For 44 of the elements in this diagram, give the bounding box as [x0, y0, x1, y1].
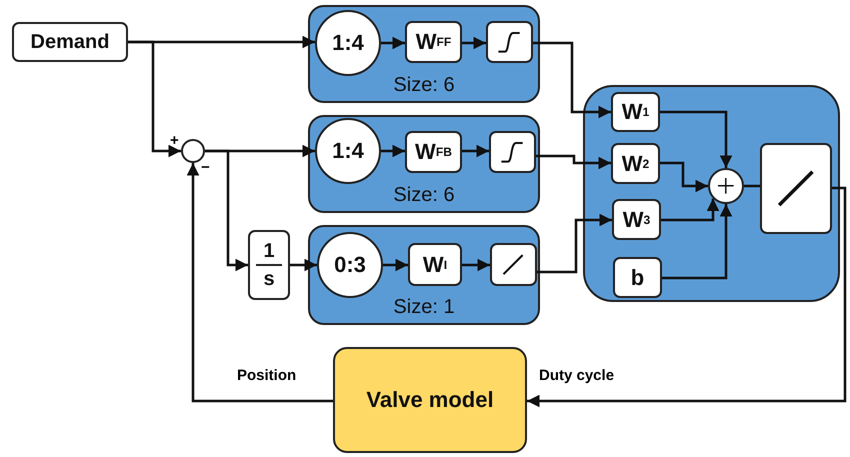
- arrow: [662, 204, 732, 280]
- arrow: [537, 214, 612, 274]
- arrow: [381, 36, 405, 50]
- process-box: b: [613, 257, 662, 298]
- process-box: Valve model: [333, 347, 527, 453]
- arrow: [661, 198, 720, 222]
- arrow: [533, 42, 611, 118]
- size-label: Size: 6: [393, 74, 455, 97]
- summing-junction: [181, 139, 205, 163]
- process-box: 1:4: [315, 10, 381, 76]
- arrow: [383, 258, 408, 272]
- layer-panel: [308, 115, 540, 213]
- arrow: [462, 36, 486, 50]
- arrow: [462, 144, 489, 158]
- arrow: [186, 163, 333, 402]
- connector-line: [744, 184, 760, 188]
- terminal-box: Demand: [12, 22, 128, 62]
- arrow: [381, 144, 405, 158]
- arrow: [660, 162, 708, 192]
- arrow: [128, 40, 181, 158]
- denominator-text: s: [263, 268, 275, 290]
- arrow: [536, 154, 611, 170]
- edge-label: Duty cycle: [537, 367, 616, 384]
- arrow: [205, 150, 248, 272]
- activation-box: [489, 131, 536, 173]
- sign-label: +: [170, 133, 179, 148]
- size-label: Size: 1: [393, 296, 455, 319]
- layer-panel: [583, 85, 840, 302]
- layer-panel: [308, 225, 540, 325]
- summing-junction: [708, 168, 744, 204]
- size-label: Size: 6: [393, 184, 455, 207]
- integrator-box: [248, 230, 290, 300]
- layer-panel: [308, 5, 540, 103]
- numerator-text: 1: [263, 240, 275, 262]
- sign-label: −: [201, 160, 210, 175]
- activation-box: [490, 243, 537, 286]
- process-box: 0:3: [317, 232, 383, 298]
- activation-box: [486, 21, 533, 63]
- process-box: 1:4: [315, 118, 381, 184]
- arrow: [462, 258, 490, 272]
- arrow: [660, 110, 732, 168]
- arrow: [527, 186, 846, 408]
- arrow: [290, 258, 317, 272]
- activation-box: [760, 143, 832, 234]
